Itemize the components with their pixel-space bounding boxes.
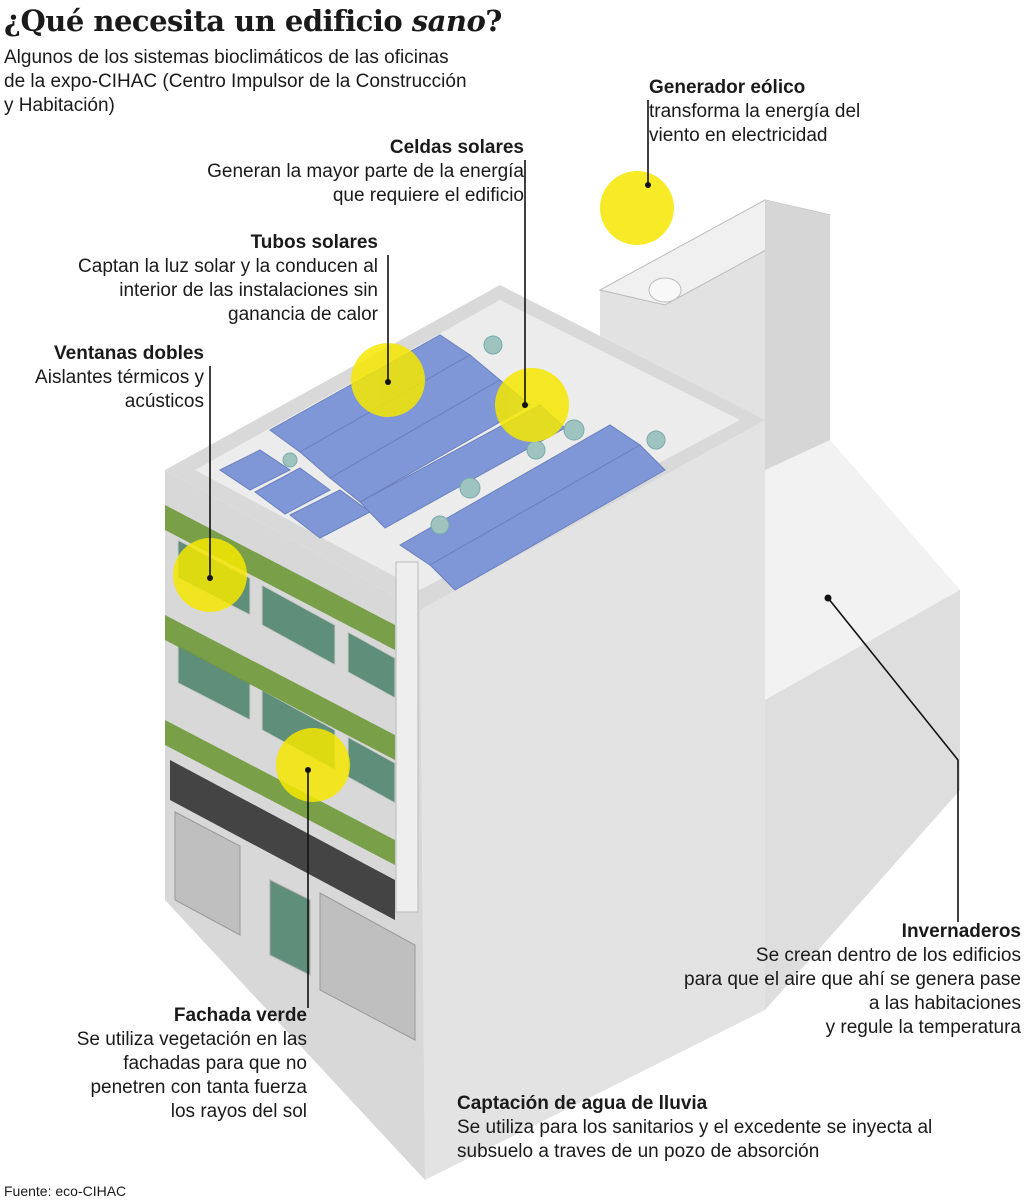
label-line: fachadas para que no (123, 1053, 307, 1074)
label-line: los rayos del sol (170, 1101, 307, 1122)
label-heading: Generador eólico (649, 77, 806, 98)
label-line: viento en electricidad (649, 125, 828, 146)
label-line: penetren con tanta fuerza (90, 1077, 307, 1098)
rain-pipe (395, 561, 419, 913)
label-line: Aislantes térmicos y (35, 367, 204, 388)
label-line: Generan la mayor parte de la energía (207, 161, 524, 182)
label-heading: Fachada verde (173, 1005, 307, 1026)
label-celdas: Celdas solares Generan la mayor parte de… (207, 136, 524, 208)
source-note: Fuente: eco-CIHAC (4, 1183, 127, 1199)
label-generador: Generador eólico transforma la energía d… (649, 76, 860, 148)
title-end: ? (485, 4, 502, 38)
lattice-panels (174, 811, 416, 1041)
label-heading: Invernaderos (901, 921, 1021, 942)
label-line: que requiere el edificio (332, 185, 524, 206)
page-title: ¿Qué necesita un edificio sano? (4, 4, 502, 38)
label-line: subsuelo a traves de un pozo de absorció… (457, 1141, 820, 1162)
label-heading: Celdas solares (389, 137, 524, 158)
side-wall (420, 420, 765, 1180)
label-line: transforma la energía del (649, 101, 861, 122)
label-captacion: Captación de agua de lluvia Se utiliza p… (457, 1092, 932, 1164)
label-ventanas: Ventanas dobles Aislantes térmicos y acú… (35, 342, 204, 414)
water-tank (648, 277, 682, 303)
label-line: Captan la luz solar y la conducen al (78, 256, 378, 277)
label-heading: Ventanas dobles (54, 343, 204, 364)
title-emphasis: sano (411, 4, 486, 38)
label-line: Se utiliza vegetación en las (76, 1029, 307, 1050)
label-line: interior de las instalaciones sin (119, 280, 378, 301)
label-line: ganancia de calor (228, 304, 378, 325)
label-fachada: Fachada verde Se utiliza vegetación en l… (77, 1004, 307, 1124)
label-line: Se crean dentro de los edificios (755, 945, 1021, 966)
label-line: para que el aire que ahí se genera pase (684, 969, 1021, 990)
label-heading: Tubos solares (250, 232, 378, 253)
label-line: Se utiliza para los sanitarios y el exce… (457, 1117, 933, 1138)
label-line: a las habitaciones (868, 993, 1021, 1014)
solar-tubes (282, 335, 666, 535)
title-text: ¿Qué necesita un edificio (4, 4, 412, 38)
entrance-door (269, 879, 311, 976)
label-line: acústicos (124, 391, 204, 412)
label-invernaderos: Invernaderos Se crean dentro de los edif… (684, 920, 1021, 1040)
label-line: y regule la temperatura (825, 1017, 1021, 1038)
leader-lines (209, 100, 959, 1008)
label-tubos: Tubos solares Captan la luz solar y la c… (78, 231, 378, 327)
subtitle: Algunos de los sistemas bioclimáticos de… (4, 47, 467, 116)
label-heading: Captación de agua de lluvia (457, 1093, 708, 1114)
